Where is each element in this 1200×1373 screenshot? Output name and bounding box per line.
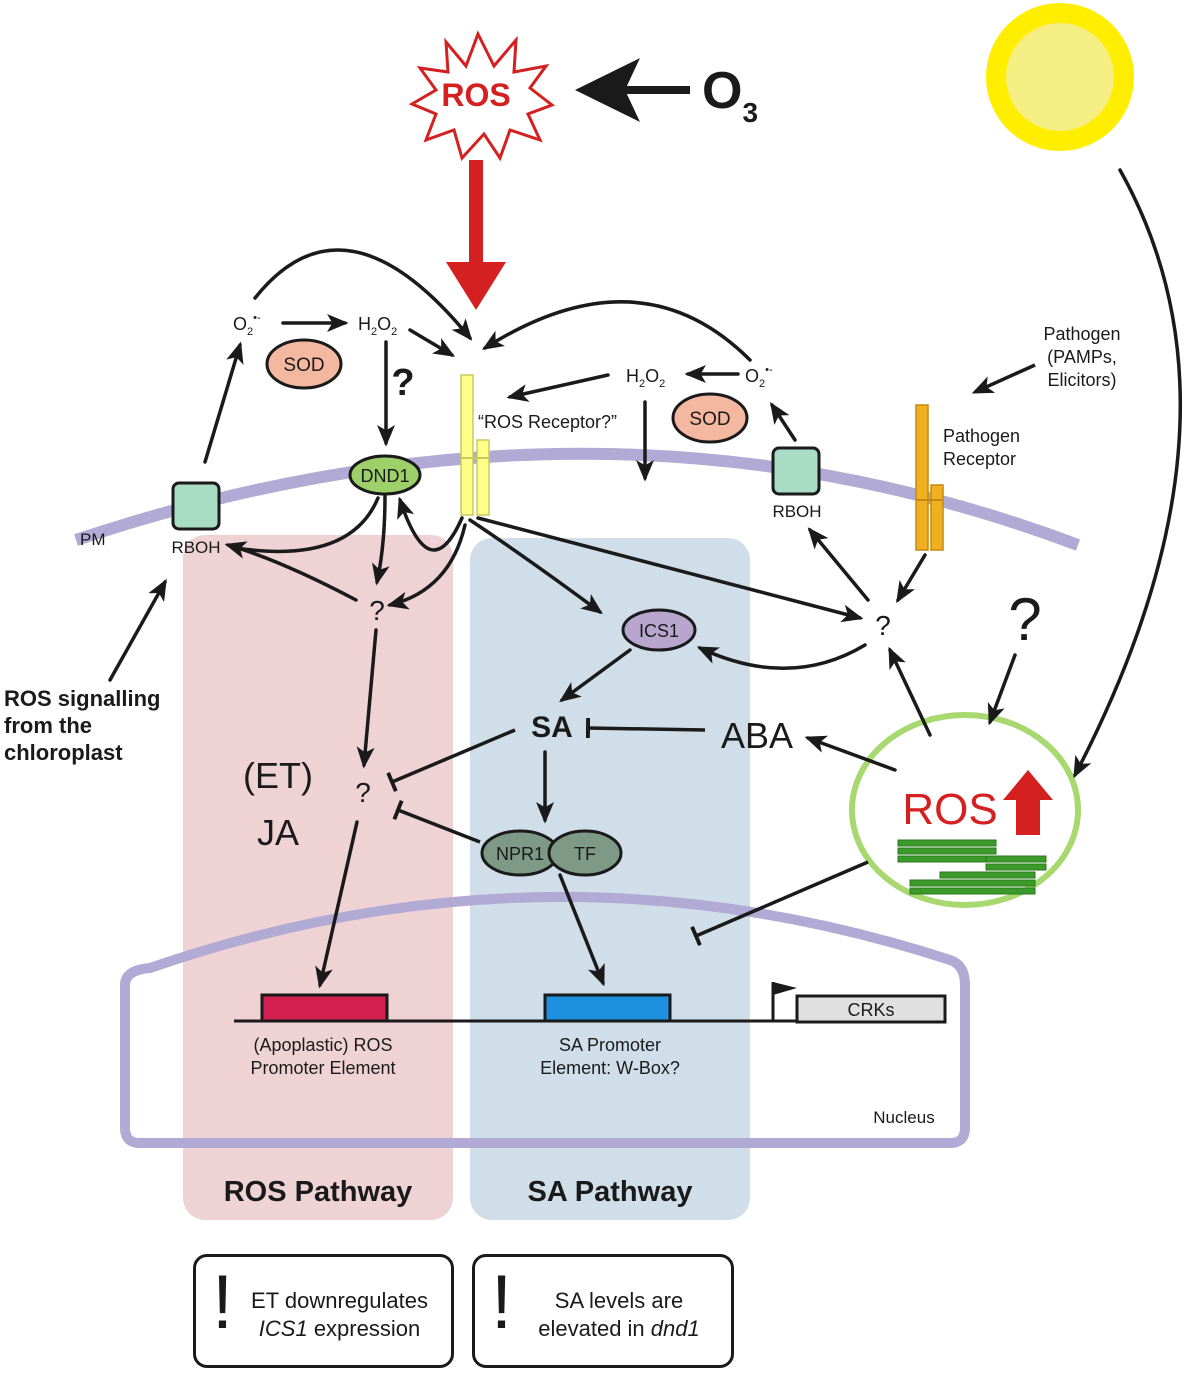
pm-label: PM xyxy=(80,530,106,549)
sun-core xyxy=(1006,23,1114,131)
note-et-text: ET downregulates ICS1 expression xyxy=(251,1288,428,1341)
tf-label: TF xyxy=(574,844,596,864)
crks-gene xyxy=(795,994,947,1024)
big-question-mark: ? xyxy=(1008,586,1041,653)
ja-label: JA xyxy=(257,812,299,853)
sod-left-label: SOD xyxy=(283,355,324,376)
pathogen-receptor-2 xyxy=(930,484,944,551)
q-node-et: ? xyxy=(355,777,371,808)
ros-receptor xyxy=(460,374,474,516)
q-node-right: ? xyxy=(875,610,891,641)
arrows xyxy=(108,168,1183,989)
ros-receptor-2 xyxy=(476,439,490,516)
superoxide-right: O2•- xyxy=(745,364,773,390)
note-et-downregulates: ! ET downregulates ICS1 expression xyxy=(193,1254,454,1368)
sa-pathway-region xyxy=(470,538,750,1220)
inhibitions xyxy=(386,717,869,946)
superoxide-left: O2•- xyxy=(233,312,261,338)
q-node-left: ? xyxy=(369,595,385,626)
note-exclamation-icon: ! xyxy=(212,1260,234,1345)
question-bold: ? xyxy=(391,362,414,404)
ozone-arrowhead xyxy=(575,58,640,122)
h2o2-right: H2O2 xyxy=(626,366,665,390)
note-sa-elevated: ! SA levels are elevated in dnd1 xyxy=(472,1254,734,1368)
sod-right xyxy=(671,392,749,444)
chloroplast-ros-label: ROS xyxy=(902,785,997,834)
ics1-label: ICS1 xyxy=(639,621,679,641)
pathogen-arrow xyxy=(971,363,1036,394)
rboh-right xyxy=(771,446,821,496)
ozone-label: O3 xyxy=(702,62,758,128)
ros-promoter-element xyxy=(260,993,389,1023)
ros-up-arrow-icon xyxy=(1003,770,1053,835)
note-sa-text: SA levels are elevated in dnd1 xyxy=(538,1288,700,1341)
sod-left xyxy=(265,338,343,390)
aba-label: ABA xyxy=(721,715,793,756)
npr1-label: NPR1 xyxy=(496,844,544,864)
tf xyxy=(547,829,623,877)
h2o2-left: H2O2 xyxy=(358,314,397,338)
ros-receptor-label: “ROS Receptor?” xyxy=(478,412,617,432)
ics1 xyxy=(621,608,697,652)
crks-label: CRKs xyxy=(847,1000,894,1020)
sa-promoter-element xyxy=(543,993,672,1023)
sod-right-label: SOD xyxy=(689,409,730,430)
ros-influx-arrowhead xyxy=(446,262,506,310)
rboh-right-label: RBOH xyxy=(772,502,821,521)
note-exclamation-icon: ! xyxy=(491,1260,513,1345)
rboh-left-label: RBOH xyxy=(171,538,220,557)
tss-flag-icon xyxy=(773,982,797,995)
thylakoid-stacks xyxy=(897,839,1047,895)
pathogen-label: Pathogen(PAMPs,Elicitors) xyxy=(1043,324,1120,390)
ros-burst-label: ROS xyxy=(441,77,510,113)
nucleus-envelope xyxy=(120,891,970,1148)
et-label: (ET) xyxy=(243,755,313,796)
ros-pathway-region xyxy=(183,535,453,1220)
ros-burst-icon xyxy=(408,30,556,162)
pathogen-receptor xyxy=(915,404,929,551)
nucleus-label: Nucleus xyxy=(873,1108,934,1127)
ros-influx-arrow xyxy=(469,160,483,270)
sa-pathway-label: SA Pathway xyxy=(528,1176,693,1208)
sa-label: SA xyxy=(531,711,573,744)
rboh-left xyxy=(171,481,221,531)
ros-pathway-label: ROS Pathway xyxy=(224,1176,413,1208)
dnd1-label: DND1 xyxy=(360,466,409,486)
